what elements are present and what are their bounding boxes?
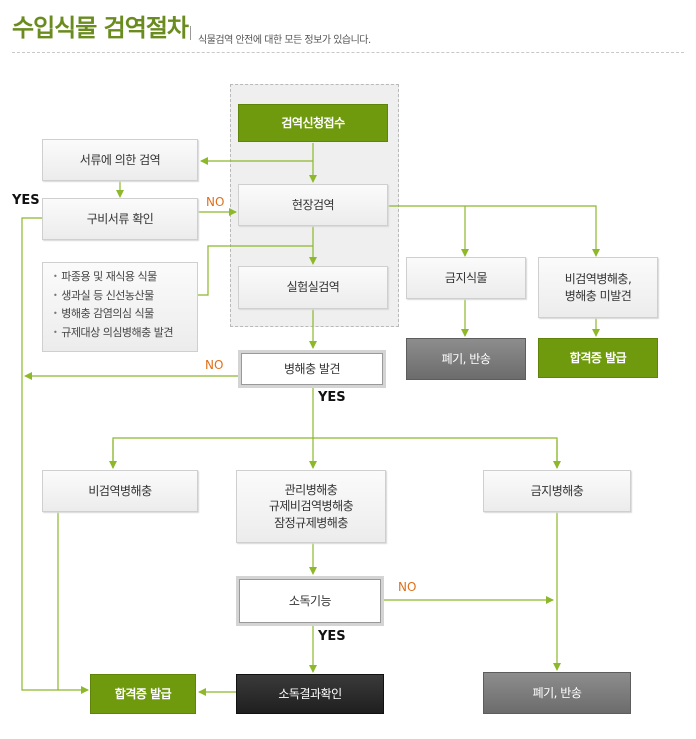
disinfection-result-box: 소독결과확인	[236, 674, 384, 714]
pass-certificate-box-1: 합격증 발급	[538, 338, 658, 378]
document-check-box: 구비서류 확인	[42, 198, 198, 240]
header-divider	[12, 52, 684, 53]
pest-found-box: 병해충 발견	[238, 350, 386, 388]
managed-pests-box: 관리병해충 규제비검역병해충 잠정규제병해충	[236, 470, 386, 543]
prohibited-pest-box: 금지병해충	[483, 470, 631, 512]
no-label-check: NO	[206, 195, 225, 209]
discard-return-box-2: 폐기, 반송	[483, 672, 631, 714]
no-label-pestfound: NO	[205, 358, 224, 372]
page-title: 수입식물 검역절차	[12, 14, 189, 42]
prohibited-plant-box: 금지식물	[406, 257, 526, 299]
discard-return-box-1: 폐기, 반송	[406, 338, 526, 380]
onsite-inspection-box: 현장검역	[238, 184, 388, 226]
disinfection-possible-box: 소독기능	[236, 576, 384, 626]
lab-target-item: 규제대상 의심병해충 발견	[53, 324, 197, 343]
lab-target-item: 파종용 및 재식용 식물	[53, 268, 197, 287]
lab-target-item: 생과실 등 신선농산물	[53, 287, 197, 306]
lab-inspection-box: 실험실검역	[238, 266, 388, 309]
lab-target-item: 병해충 감염의심 식물	[53, 305, 197, 324]
yes-label-check: YES	[12, 193, 40, 208]
pass-certificate-box-2: 합격증 발급	[90, 674, 196, 714]
document-inspection-box: 서류에 의한 검역	[42, 139, 198, 181]
yes-label-pestfound: YES	[318, 390, 346, 405]
arrow-check-yes-certificate	[21, 217, 89, 694]
arrow-branch-bar	[112, 437, 558, 468]
arrow-list-lab	[198, 245, 313, 296]
quarantine-request-box: 검역신청접수	[238, 104, 388, 142]
title-separator	[190, 26, 191, 40]
no-label-disinfection: NO	[398, 580, 417, 594]
nonquarantine-pest-box: 비검역병해충	[42, 470, 198, 512]
yes-label-disinfection: YES	[318, 629, 346, 644]
lab-target-list: 파종용 및 재식용 식물 생과실 등 신선농산물 병해충 감염의심 식물 규제대…	[42, 262, 198, 352]
arrow-onsite-nonquarantine	[387, 205, 600, 257]
page-subtitle: 식물검역 안전에 대한 모든 정보가 있습니다.	[198, 35, 371, 46]
nonquarantine-notfound-box: 비검역병해충, 병해충 미발견	[538, 257, 658, 318]
